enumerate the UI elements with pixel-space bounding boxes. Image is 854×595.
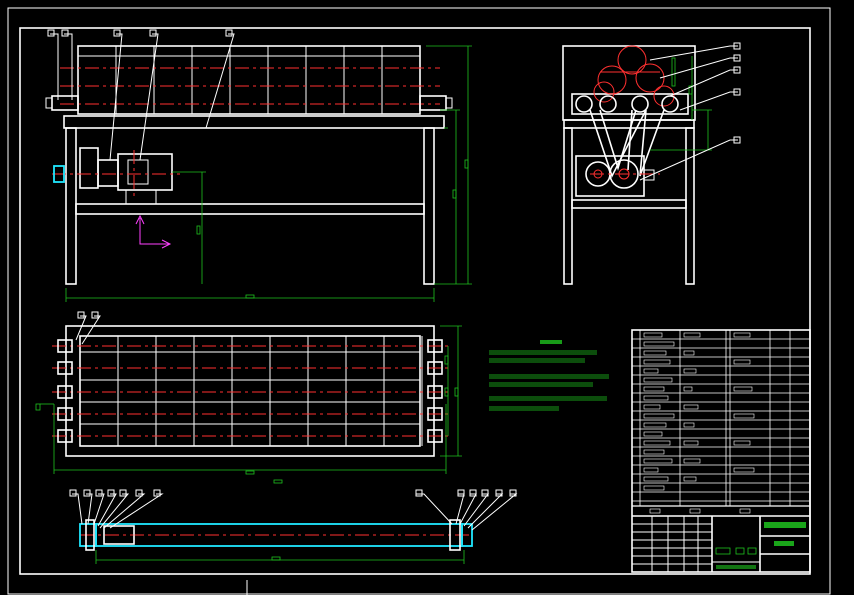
drawing-frame bbox=[7, 7, 831, 595]
technical-notes-lines bbox=[489, 350, 609, 411]
parts-cell-mark bbox=[733, 413, 755, 419]
parts-cell-mark bbox=[683, 440, 699, 446]
parts-cell-mark bbox=[643, 341, 675, 347]
parts-cell-mark bbox=[643, 422, 667, 428]
parts-cell-mark bbox=[733, 332, 751, 338]
parts-cell-mark bbox=[643, 440, 671, 446]
title-block bbox=[631, 329, 811, 573]
parts-cell-mark bbox=[683, 332, 701, 338]
parts-cell-mark bbox=[643, 368, 659, 374]
parts-cell-mark bbox=[643, 377, 673, 383]
parts-cell-mark bbox=[643, 350, 667, 356]
parts-cell-mark bbox=[733, 440, 751, 446]
parts-cell-mark bbox=[683, 458, 701, 464]
parts-cell-mark bbox=[683, 368, 697, 374]
parts-header-mark bbox=[689, 508, 701, 514]
parts-cell-mark bbox=[643, 476, 669, 482]
parts-cell-mark bbox=[683, 422, 695, 428]
parts-cell-mark bbox=[643, 386, 665, 392]
front-view bbox=[45, 29, 472, 302]
bottom-left-leaders bbox=[69, 489, 164, 529]
motor-assembly bbox=[52, 147, 180, 205]
side-view bbox=[562, 42, 741, 285]
parts-cell-mark bbox=[643, 395, 669, 401]
title-left-cells bbox=[632, 516, 712, 572]
parts-header-mark bbox=[739, 508, 751, 514]
parts-cell-mark bbox=[733, 467, 755, 473]
parts-cell-mark bbox=[643, 404, 661, 410]
parts-cell-mark bbox=[643, 467, 659, 473]
parts-cell-mark bbox=[643, 458, 673, 464]
top-view bbox=[35, 311, 462, 484]
parts-cell-mark bbox=[683, 386, 693, 392]
parts-cell-mark bbox=[643, 413, 675, 419]
parts-cell-mark bbox=[643, 431, 663, 437]
parts-cell-mark bbox=[643, 332, 663, 338]
parts-cell-mark bbox=[683, 404, 699, 410]
parts-cell-mark bbox=[643, 485, 665, 491]
parts-cell-mark bbox=[733, 359, 751, 365]
top-view-grid bbox=[79, 336, 423, 446]
parts-header-mark bbox=[649, 508, 661, 514]
bottom-right-leaders bbox=[415, 489, 518, 531]
parts-cell-mark bbox=[643, 359, 671, 365]
technical-notes bbox=[489, 340, 609, 411]
front-view-ribs bbox=[77, 46, 421, 114]
parts-cell-mark bbox=[733, 386, 753, 392]
parts-cell-mark bbox=[643, 449, 665, 455]
bottom-section-view bbox=[69, 489, 518, 564]
top-view-bearings bbox=[57, 339, 443, 443]
parts-cell-mark bbox=[683, 476, 697, 482]
parts-list-table bbox=[632, 330, 810, 514]
parts-cell-mark bbox=[683, 350, 695, 356]
